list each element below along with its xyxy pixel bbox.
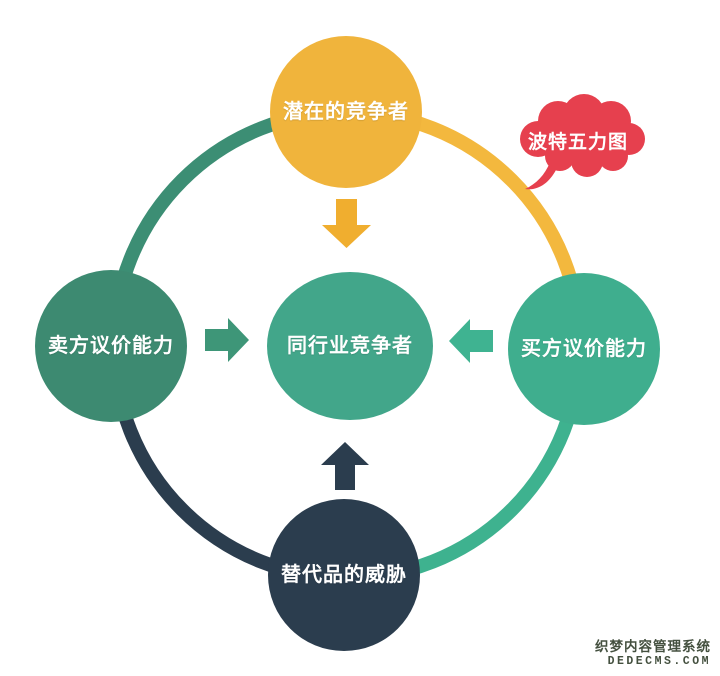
- node-substitute-threat: 替代品的威胁: [268, 499, 420, 651]
- node-industry-rivals: 同行业竞争者: [267, 272, 433, 420]
- bubble-tail: [525, 162, 556, 190]
- node-supplier-power: 卖方议价能力: [35, 270, 187, 422]
- title-bubble-shape: [520, 94, 645, 190]
- arrow-right-icon: [205, 318, 249, 362]
- node-industry-rivals-label: 同行业竞争者: [287, 334, 413, 357]
- node-potential-entrants-label: 潜在的竞争者: [283, 100, 409, 123]
- node-substitute-threat-label: 替代品的威胁: [281, 563, 407, 586]
- title-bubble-label: 波特五力图: [527, 132, 628, 153]
- watermark-line1: 织梦内容管理系统: [595, 639, 711, 655]
- node-supplier-power-label: 卖方议价能力: [48, 334, 174, 357]
- node-buyer-power-label: 买方议价能力: [521, 337, 647, 360]
- arrow-up-icon: [321, 442, 369, 490]
- node-potential-entrants: 潜在的竞争者: [270, 36, 422, 188]
- watermark-line2: DEDECMS.COM: [607, 654, 711, 668]
- arrow-down-icon: [322, 199, 371, 248]
- node-buyer-power: 买方议价能力: [508, 273, 660, 425]
- arrow-left-icon: [449, 319, 493, 363]
- watermark: 织梦内容管理系统 DEDECMS.COM: [595, 639, 711, 668]
